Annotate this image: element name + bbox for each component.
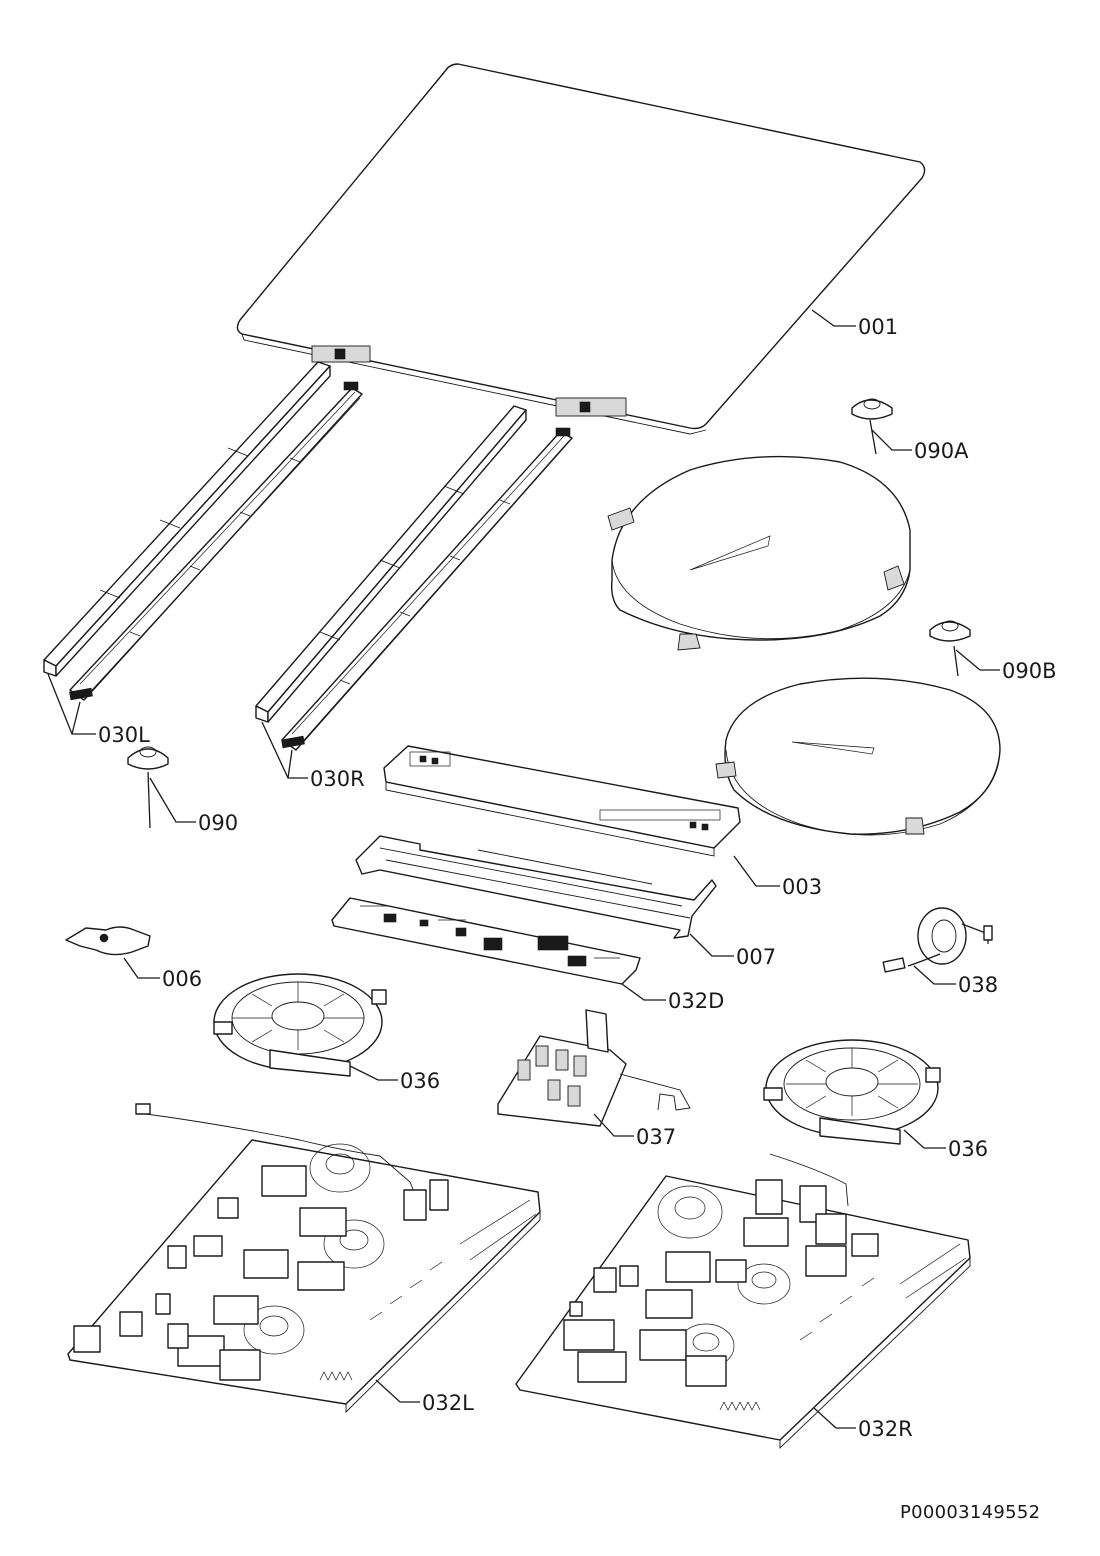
part-036-fan-right[interactable]: [763, 1039, 941, 1145]
label-003[interactable]: 003: [782, 875, 822, 899]
part-001-glass-top[interactable]: [236, 63, 926, 435]
label-036-left[interactable]: 036: [400, 1069, 440, 1093]
label-001[interactable]: 001: [858, 315, 898, 339]
leader-lines: [47, 309, 1000, 1429]
part-032L-power-board[interactable]: [67, 1103, 541, 1414]
label-032D[interactable]: 032D: [668, 989, 724, 1013]
part-030L-control-bar[interactable]: [43, 361, 363, 701]
part-induction-coil-lower[interactable]: [715, 677, 1001, 836]
document-id: P00003149552: [900, 1502, 1041, 1523]
label-007[interactable]: 007: [736, 945, 776, 969]
part-labels: 001 090A 090B 030L 030R 090 003 007 006 …: [98, 315, 1057, 1441]
label-090[interactable]: 090: [198, 811, 238, 835]
part-090B-sensor[interactable]: [929, 620, 971, 642]
part-006-bracket[interactable]: [65, 926, 151, 956]
label-032R[interactable]: 032R: [858, 1417, 913, 1441]
label-090B[interactable]: 090B: [1002, 659, 1057, 683]
label-032L[interactable]: 032L: [422, 1391, 474, 1415]
label-030R[interactable]: 030R: [310, 767, 365, 791]
label-006[interactable]: 006: [162, 967, 202, 991]
label-038[interactable]: 038: [958, 973, 998, 997]
part-090-sensor[interactable]: [127, 746, 169, 770]
label-090A[interactable]: 090A: [914, 439, 969, 463]
part-036-fan-left[interactable]: [213, 973, 387, 1077]
part-030R-control-bar[interactable]: [255, 405, 573, 751]
part-038-ferrite-choke[interactable]: [882, 907, 993, 973]
label-030L[interactable]: 030L: [98, 723, 150, 747]
part-032R-power-board[interactable]: [515, 1153, 971, 1450]
part-032D-display-pcb[interactable]: [331, 897, 641, 985]
part-induction-coil-upper[interactable]: [607, 455, 911, 651]
part-090A-sensor[interactable]: [851, 398, 893, 420]
label-037[interactable]: 037: [636, 1125, 676, 1149]
label-036-right[interactable]: 036: [948, 1137, 988, 1161]
part-007-frame[interactable]: [355, 835, 717, 939]
part-037-terminal-block[interactable]: [497, 1009, 691, 1127]
